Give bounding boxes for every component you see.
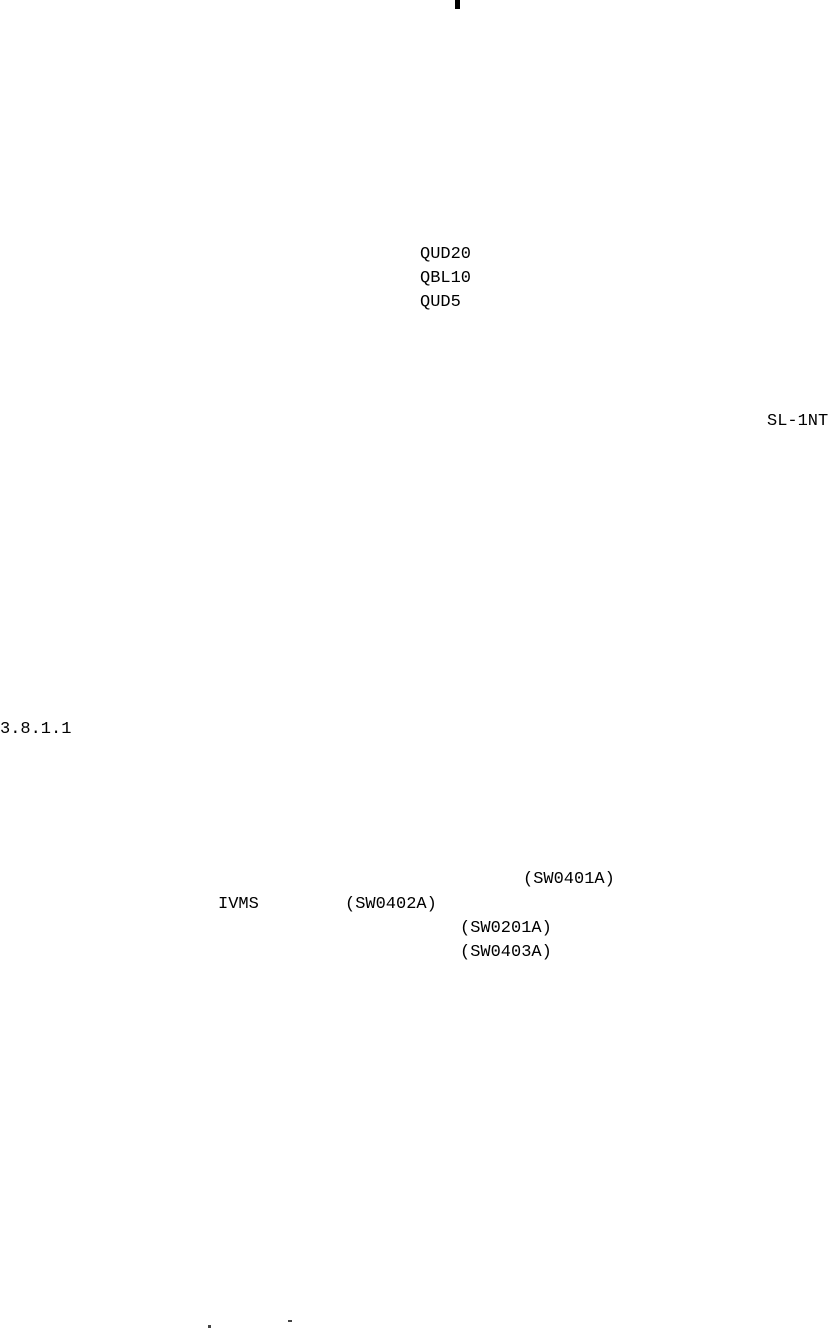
top-edge-mark: [455, 0, 460, 9]
code-item-qud5: QUD5: [420, 293, 461, 312]
ivms-label: IVMS: [218, 895, 259, 914]
software-ref-sw0402a: (SW0402A): [345, 895, 437, 914]
section-number: 3.8.1.1: [0, 720, 72, 739]
software-ref-sw0201a: (SW0201A): [460, 919, 552, 938]
code-item-qbl10: QBL10: [420, 269, 472, 288]
code-item-qud20: QUD20: [420, 245, 472, 264]
software-ref-sw0403a: (SW0403A): [460, 943, 552, 962]
software-ref-sw0401a: (SW0401A): [523, 870, 615, 889]
scan-speck: [208, 1325, 211, 1328]
system-label: SL-1NT: [767, 412, 829, 431]
scan-speck: [288, 1320, 292, 1322]
